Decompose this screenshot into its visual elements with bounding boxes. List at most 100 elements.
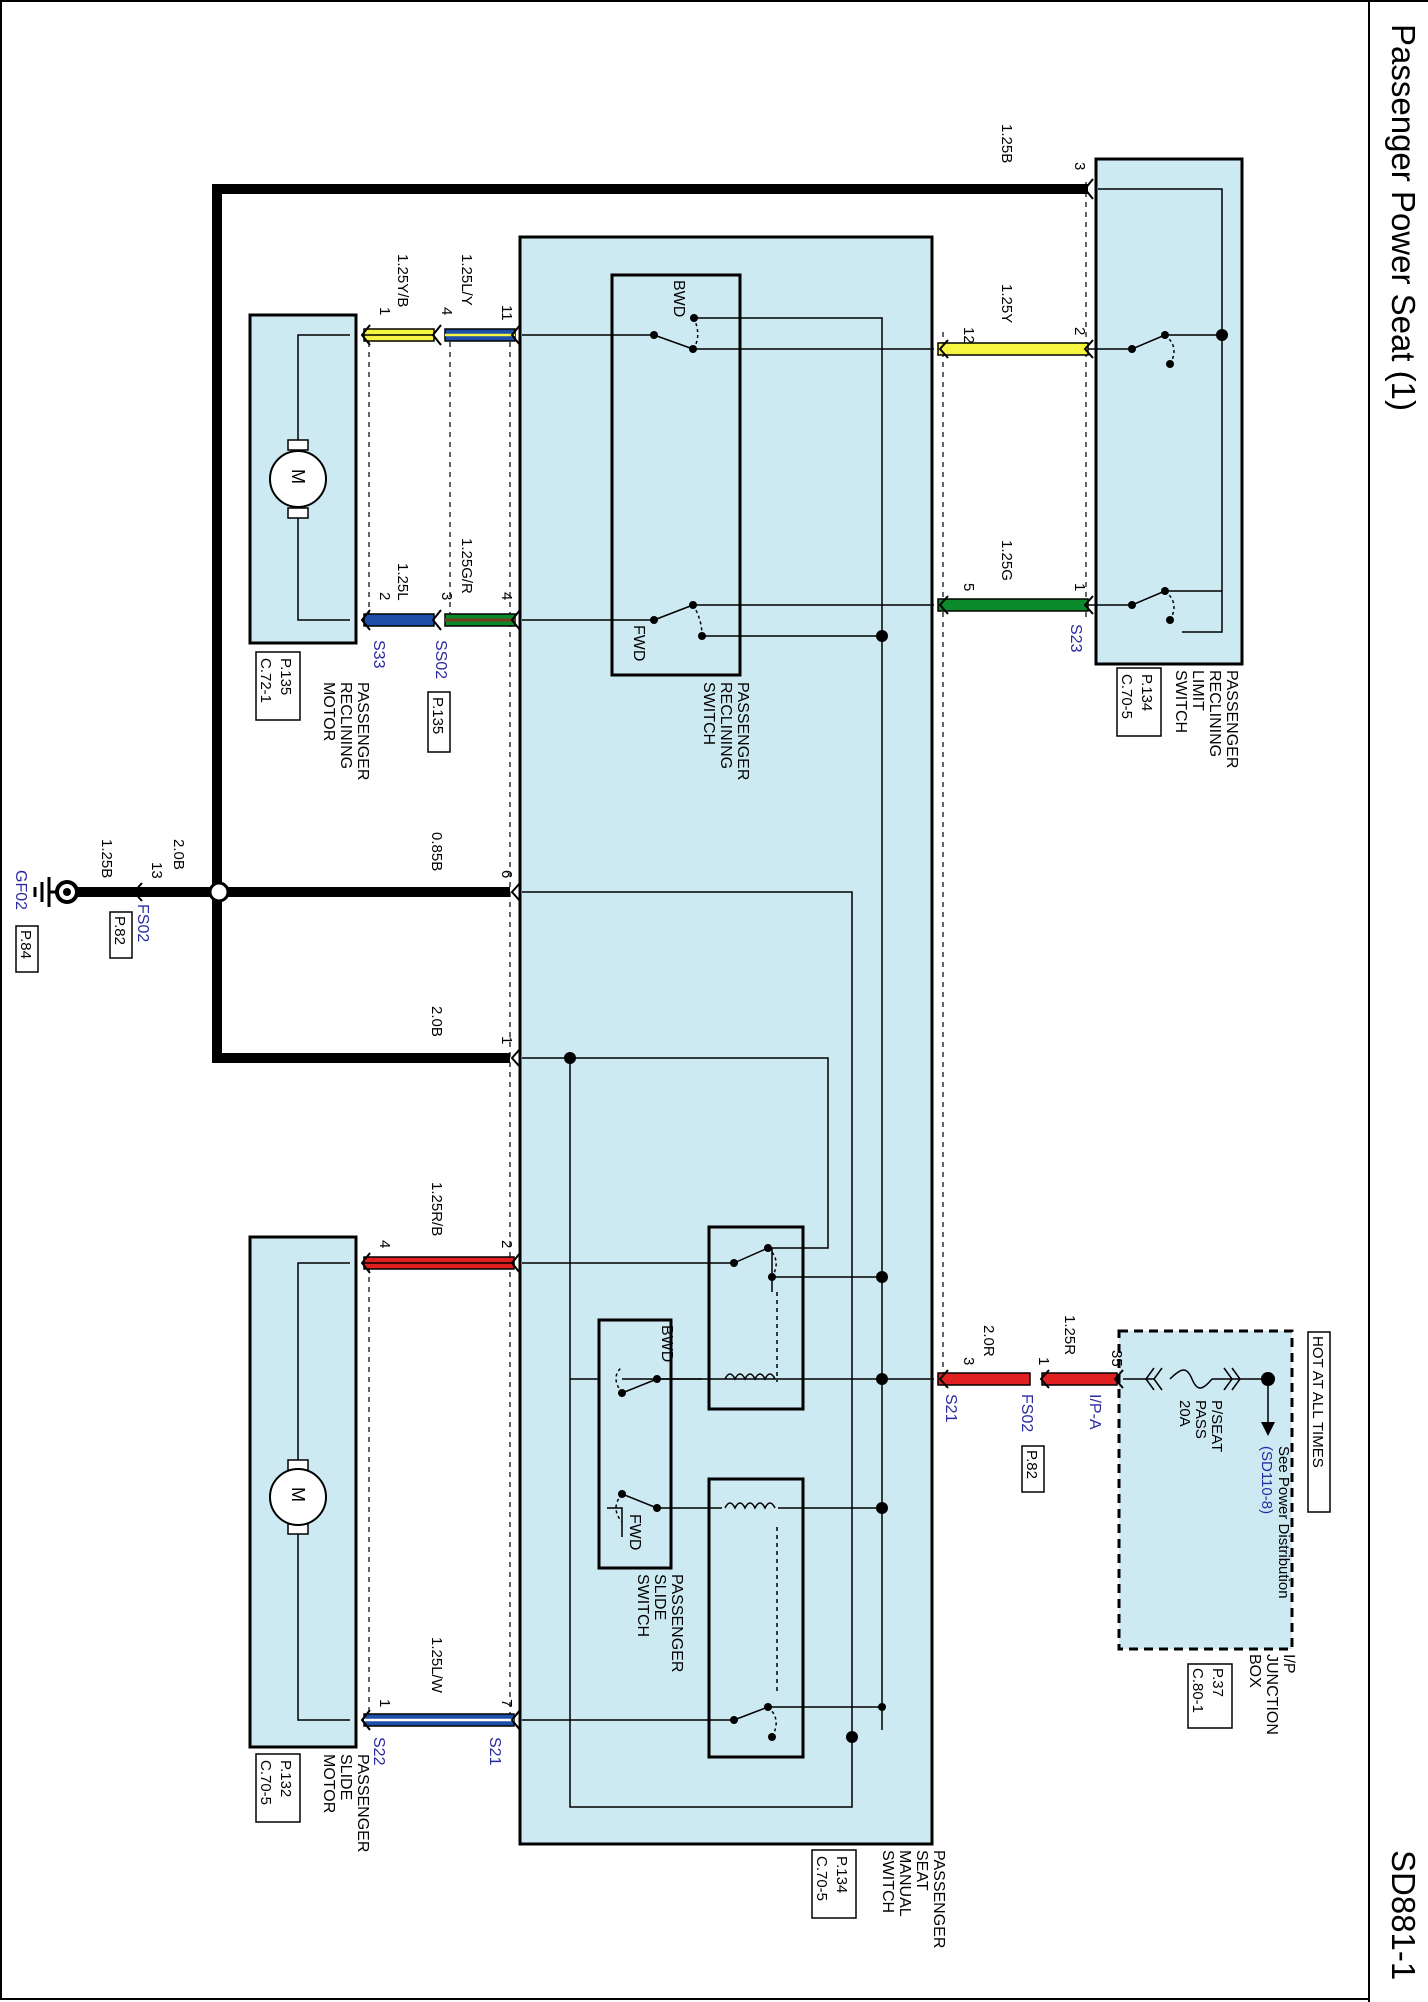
svg-text:PASSENGER: PASSENGER (354, 682, 371, 780)
svg-text:JUNCTION: JUNCTION (1263, 1654, 1280, 1735)
connector-chevrons (132, 178, 1124, 1731)
wire-red-power (937, 1372, 1118, 1386)
pin-number: 1 (376, 307, 393, 315)
wire-label: 1.25L/W (428, 1637, 445, 1694)
svg-text:SWITCH: SWITCH (879, 1850, 896, 1913)
svg-text:P.82: P.82 (111, 916, 128, 945)
relay-box-1 (707, 1225, 805, 1411)
pin-number: 4 (498, 592, 515, 600)
reclining-bwd-label: BWD (670, 280, 687, 317)
wire-label: 1.25Y/B (394, 254, 411, 307)
title-strip (1368, 2, 1428, 2002)
manual-switch-label: PASSENGER SEAT MANUAL SWITCH P.134 C.70-… (811, 1849, 947, 1948)
ref-box-fs02-power: P.82 (1021, 1445, 1045, 1493)
pin-number: 1 (1071, 583, 1088, 591)
pin-number: 1 (376, 1699, 393, 1707)
slide-switch-box (597, 1318, 673, 1570)
svg-text:LIMIT: LIMIT (1189, 670, 1206, 711)
connector-id: SS02 (432, 640, 449, 679)
wire-blue-reclining (363, 613, 435, 627)
svg-text:C.70-5: C.70-5 (257, 1760, 274, 1805)
ground-icon (33, 877, 79, 907)
svg-text:PASSENGER: PASSENGER (1223, 670, 1240, 768)
wire-label: 0.85B (428, 832, 445, 871)
reclining-switch-label: PASSENGER RECLINING SWITCH BWD FWD (630, 280, 751, 780)
svg-text:RECLINING: RECLINING (717, 682, 734, 769)
svg-text:P.132: P.132 (277, 1760, 294, 1797)
svg-text:PASS: PASS (1192, 1400, 1209, 1439)
pin-number: 1 (498, 1036, 515, 1044)
wire-label: 1.25G/R (458, 538, 475, 594)
connector-id: FS02 (1018, 1394, 1035, 1432)
reclining-motor-symbol: M (288, 469, 308, 484)
see-power-distribution: See Power Distribution (1275, 1446, 1292, 1599)
see-ref-link: (SD110-8) (1258, 1446, 1275, 1514)
wire-label: 2.0B (170, 839, 187, 870)
connector-id: S21 (486, 1737, 503, 1766)
junction-box-label: HOT AT ALL TIMES P/SEAT PASS 20A See Pow… (1176, 1331, 1331, 1735)
wire-label: 2.0B (428, 1006, 445, 1037)
pin-number: 2 (376, 592, 393, 600)
svg-text:RECLINING: RECLINING (1206, 670, 1223, 757)
svg-text:SLIDE: SLIDE (337, 1754, 354, 1800)
svg-text:20A: 20A (1176, 1400, 1193, 1427)
pin-number: 12 (960, 327, 977, 344)
pin-number: 4 (376, 1240, 393, 1248)
see-arrow-icon (1261, 1422, 1275, 1436)
slide-bwd-label: BWD (658, 1325, 675, 1362)
pin-number: 7 (498, 1699, 515, 1707)
connector-dash-lines (368, 182, 1087, 1722)
wire-label: 1.25Y (998, 284, 1015, 323)
connector-id: S33 (370, 640, 387, 669)
pin-number: 2 (498, 1240, 515, 1248)
svg-text:BOX: BOX (1246, 1654, 1263, 1688)
wire-green-red (444, 613, 516, 627)
svg-text:SLIDE: SLIDE (651, 1574, 668, 1620)
svg-text:SWITCH: SWITCH (634, 1574, 651, 1637)
wiring-diagram: M M 1.25B 1.25Y/B 1.25L/Y 1.25Y 1.25L 1.… (12, 124, 1331, 1948)
svg-text:PASSENGER: PASSENGER (734, 682, 751, 780)
svg-text:MANUAL: MANUAL (896, 1850, 913, 1917)
pin-number: 13 (148, 862, 165, 879)
svg-text:SEAT: SEAT (913, 1850, 930, 1891)
pin-number: 1 (1035, 1357, 1052, 1365)
wire-yellow-black (363, 328, 435, 342)
svg-text:C.70-5: C.70-5 (1118, 674, 1135, 719)
limit-switch-box (1094, 157, 1244, 666)
wire-blue-white (363, 1713, 515, 1727)
svg-text:I/P: I/P (1280, 1654, 1297, 1674)
svg-text:RECLINING: RECLINING (337, 682, 354, 769)
reclining-motor-label: PASSENGER RECLINING MOTOR P.135 C.72-1 (255, 651, 371, 780)
pin-number: 35 (1108, 1350, 1125, 1367)
pin-number: 11 (498, 305, 515, 321)
internal-wiring (297, 188, 1269, 1808)
wire-label: 1.25L (394, 563, 411, 601)
svg-text:P.84: P.84 (17, 930, 34, 959)
slide-motor-icon (269, 1459, 327, 1535)
wire-label: 1.25B (998, 124, 1015, 163)
slide-motor-label: PASSENGER SLIDE MOTOR P.132 C.70-5 (255, 1753, 371, 1852)
wire-label: 1.25R/B (428, 1182, 445, 1236)
connector-id: I/P-A (1086, 1394, 1103, 1430)
contact-dots (564, 314, 1275, 1743)
relay-coil-1 (724, 1373, 776, 1381)
svg-text:P.37: P.37 (1209, 1668, 1226, 1697)
svg-text:P.135: P.135 (277, 658, 294, 695)
ref-box-ss02: P.135 (427, 691, 451, 753)
wire-green (937, 598, 1089, 612)
ref-box-fs02-ground: P.82 (109, 911, 133, 959)
wire-label: 1.25L/Y (458, 254, 475, 306)
svg-text:PASSENGER: PASSENGER (930, 1850, 947, 1948)
connector-id: S21 (942, 1394, 959, 1423)
reclining-fwd-label: FWD (630, 625, 647, 661)
svg-text:MOTOR: MOTOR (320, 682, 337, 741)
ref-box-gf02: P.84 (15, 925, 39, 973)
svg-text:C.72-1: C.72-1 (257, 658, 274, 703)
page-title: Passenger Power Seat (1) (1385, 24, 1422, 412)
wire-label: 1.25G (998, 540, 1015, 581)
svg-text:MOTOR: MOTOR (320, 1754, 337, 1813)
pin-number: 6 (498, 870, 515, 878)
wire-yellow (937, 342, 1089, 356)
svg-text:SWITCH: SWITCH (700, 682, 717, 745)
